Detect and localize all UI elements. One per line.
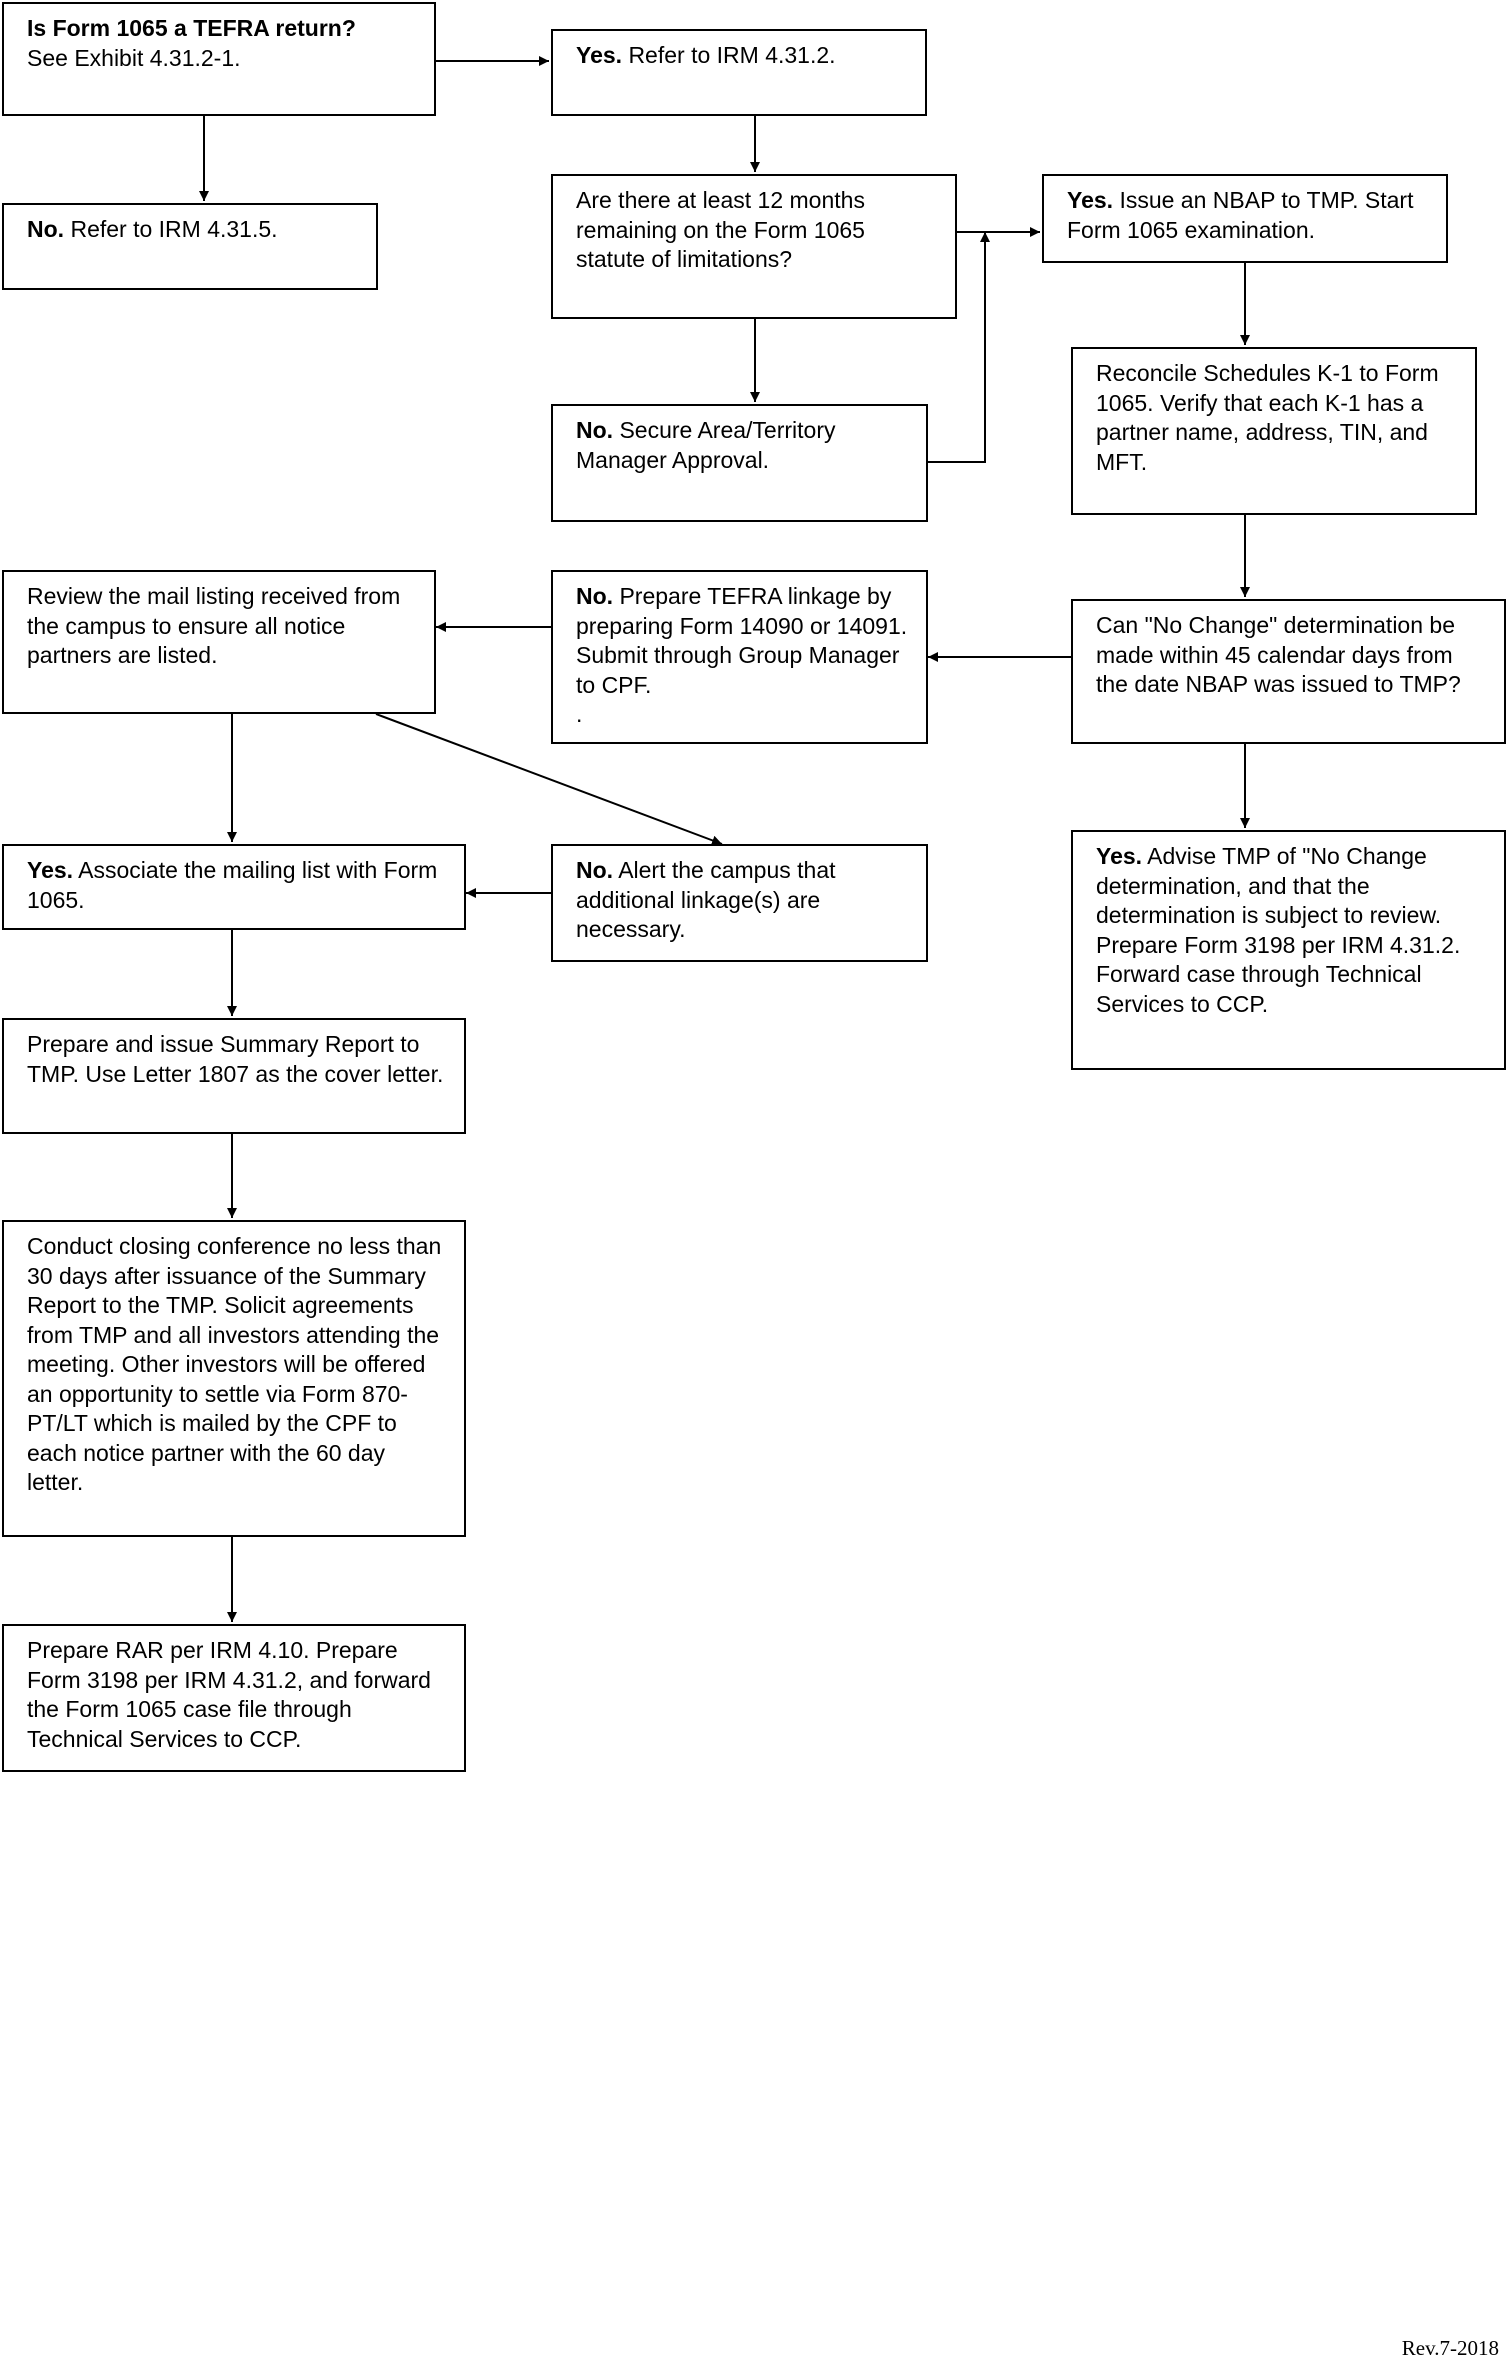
node-alert: No. Alert the campus that additional lin… (551, 844, 928, 962)
node-nochange-text: Can "No Change" determination be made wi… (1096, 612, 1461, 697)
node-linkage-text: Prepare TEFRA linkage by preparing Form … (576, 583, 908, 698)
node-review-text: Review the mail listing received from th… (27, 583, 401, 668)
node-secure: No. Secure Area/Territory Manager Approv… (551, 404, 928, 522)
node-alert-text: Alert the campus that additional linkage… (576, 857, 836, 942)
node-advise-lead: Yes. (1096, 843, 1143, 869)
node-linkage-lead: No. (576, 583, 614, 609)
node-advise-text: Advise TMP of "No Change determination, … (1096, 843, 1461, 1017)
node-nochange: Can "No Change" determination be made wi… (1071, 599, 1506, 744)
node-secure-lead: No. (576, 417, 614, 443)
node-reconcile: Reconcile Schedules K-1 to Form 1065. Ve… (1071, 347, 1477, 515)
node-nbap-text: Issue an NBAP to TMP. Start Form 1065 ex… (1067, 187, 1414, 243)
arrow-secure-to-nbap (928, 232, 990, 463)
node-review: Review the mail listing received from th… (2, 570, 436, 714)
node-rar-text: Prepare RAR per IRM 4.10. Prepare Form 3… (27, 1637, 431, 1752)
node-summary-text: Prepare and issue Summary Report to TMP.… (27, 1031, 444, 1087)
node-months: Are there at least 12 months remaining o… (551, 174, 957, 319)
node-secure-text: Secure Area/Territory Manager Approval. (576, 417, 836, 473)
node-rar: Prepare RAR per IRM 4.10. Prepare Form 3… (2, 1624, 466, 1772)
node-linkage-extra: . (576, 701, 583, 727)
node-associate-text: Associate the mailing list with Form 106… (27, 857, 438, 913)
revision-footer: Rev.7-2018 (1401, 2336, 1499, 2360)
node-nbap-lead: Yes. (1067, 187, 1114, 213)
node-nbap: Yes. Issue an NBAP to TMP. Start Form 10… (1042, 174, 1448, 263)
node-start-lead: Is Form 1065 a TEFRA return? (27, 15, 356, 41)
arrow-review-to-alert (375, 713, 723, 846)
node-advise: Yes. Advise TMP of "No Change determinat… (1071, 830, 1506, 1070)
node-start-text: See Exhibit 4.31.2-1. (27, 44, 241, 71)
node-no-irm-text: Refer to IRM 4.31.5. (70, 216, 278, 242)
node-yes-irm-lead: Yes. (576, 42, 623, 68)
node-no-irm: No. Refer to IRM 4.31.5. (2, 203, 378, 290)
node-months-text: Are there at least 12 months remaining o… (576, 187, 865, 272)
node-no-irm-lead: No. (27, 216, 65, 242)
node-closing-text: Conduct closing conference no less than … (27, 1233, 442, 1495)
node-yes-irm-text: Refer to IRM 4.31.2. (628, 42, 836, 68)
node-start: Is Form 1065 a TEFRA return? See Exhibit… (2, 2, 436, 116)
node-closing: Conduct closing conference no less than … (2, 1220, 466, 1537)
node-alert-lead: No. (576, 857, 614, 883)
node-summary: Prepare and issue Summary Report to TMP.… (2, 1018, 466, 1134)
node-reconcile-text: Reconcile Schedules K-1 to Form 1065. Ve… (1096, 360, 1439, 475)
node-yes-irm: Yes. Refer to IRM 4.31.2. (551, 29, 927, 116)
node-linkage: No. Prepare TEFRA linkage by preparing F… (551, 570, 928, 744)
node-associate: Yes. Associate the mailing list with For… (2, 844, 466, 930)
node-associate-lead: Yes. (27, 857, 74, 883)
